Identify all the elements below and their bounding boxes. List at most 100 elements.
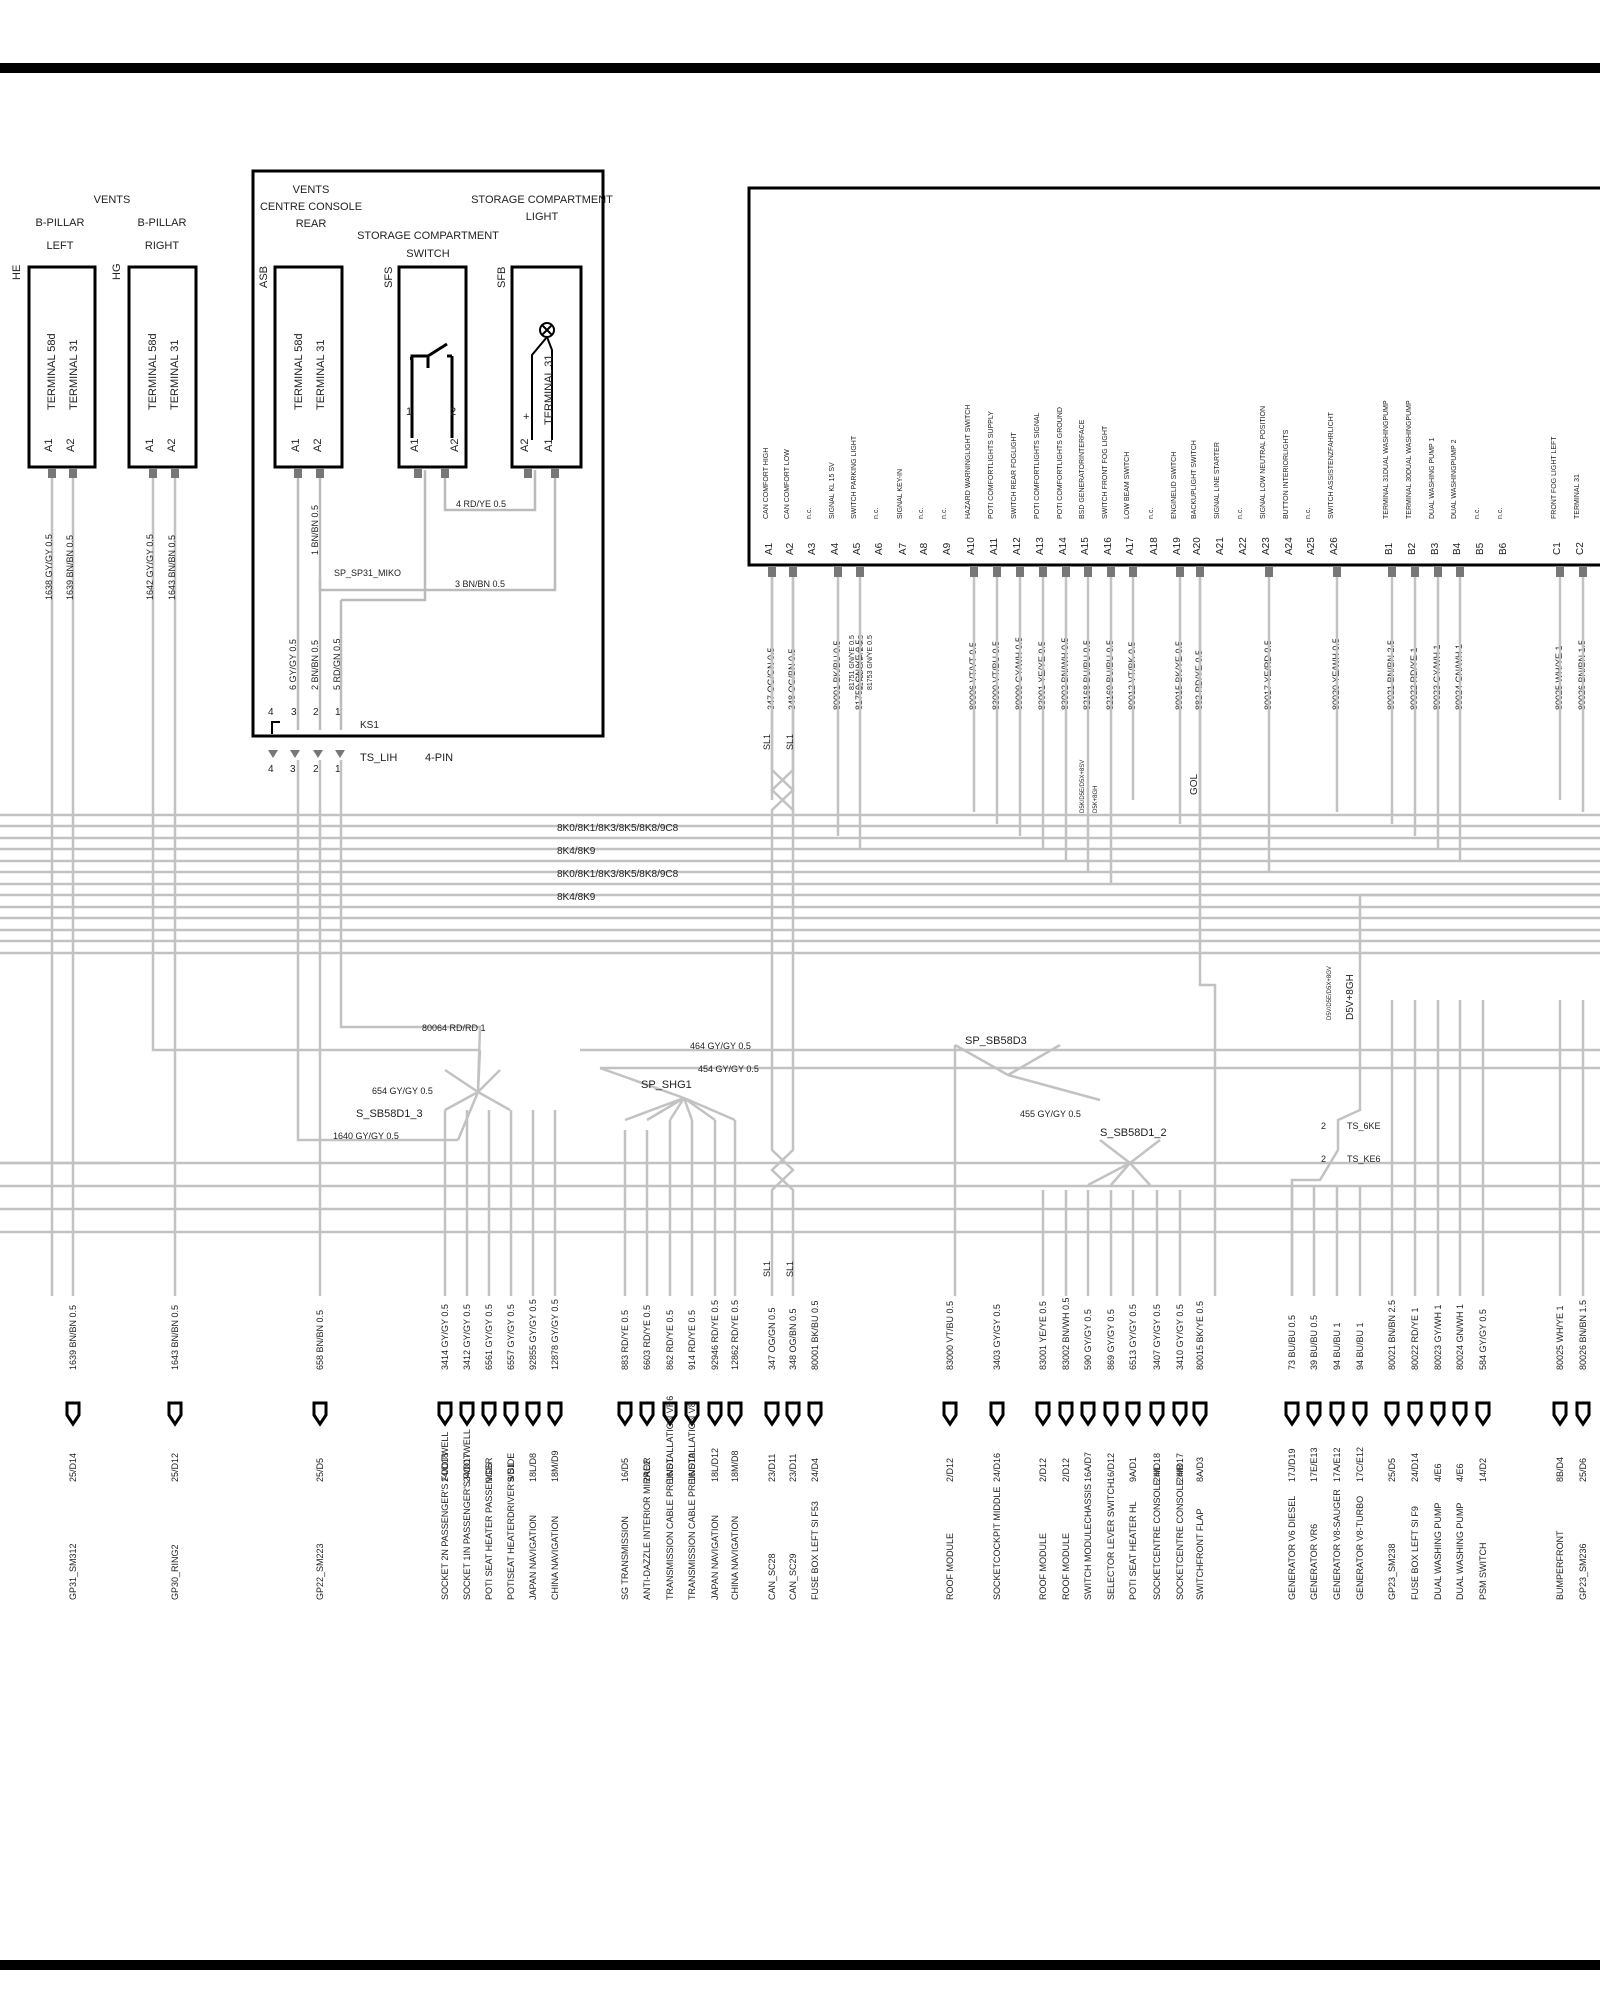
mid-wire-80064: 80064 RD/RD 1 — [422, 1023, 486, 1033]
splice-sb58d1-2-leg-4 — [1099, 1139, 1131, 1164]
bottom-ref-17: 24/D4 — [810, 1458, 820, 1482]
module-pin-terminal-a1 — [768, 567, 776, 577]
module-pin-a5: A5 — [852, 542, 863, 555]
bottom-dest-9: SG TRANSMISSION — [620, 1516, 630, 1600]
module-pin-func-a20: BACKUPLIGHT SWITCH — [1191, 440, 1198, 519]
bottom-ref-24: 9A/D1 — [1128, 1457, 1138, 1482]
box-internal-wires — [296, 470, 557, 730]
bottom-wire-label-34: 80023 GY/WH 1 — [1433, 1304, 1443, 1370]
module-pin-func-a7: SIGNAL KEY-IN — [897, 469, 904, 519]
vents-title: VENTS — [94, 194, 131, 206]
splice-sb58d3-leg-1 — [1007, 1043, 1061, 1077]
bottom-dest-15: CAN_SC28 — [767, 1553, 777, 1600]
module-pin-func-a22: n.c. — [1237, 508, 1244, 519]
module-pin-func-b5: n.c. — [1474, 508, 1481, 519]
module-pin-terminal-a12 — [1016, 567, 1024, 577]
wire-ts-1 — [339, 760, 482, 1091]
bottom-ref-11: 16/D1 — [665, 1458, 675, 1482]
module-pin-func-a5: SWITCH PARKING LIGHT — [851, 435, 858, 519]
module-pin-func-a15: BSD GENERATORINTERFACE — [1079, 419, 1086, 519]
bottom-ref-19: 24/D16 — [992, 1453, 1002, 1482]
component-he-pin1: A1 — [43, 439, 55, 452]
box-wire-3: 3 BN/BN 0.5 — [455, 579, 505, 589]
bottom-connector-icon-29 — [1306, 1401, 1322, 1427]
bottom-dest-38: GP23_SM236 — [1578, 1543, 1588, 1600]
bottom-connector-icon-33 — [1407, 1401, 1423, 1427]
module-pin-b6: B6 — [1498, 542, 1509, 555]
bottom-ref-32: 25/D5 — [1387, 1458, 1397, 1482]
splice-shg1-leg-6 — [599, 1066, 685, 1100]
left-group: VENTS B-PILLAR LEFT B-PILLAR RIGHT HE TE… — [11, 194, 198, 469]
module-pin-terminal-a26 — [1333, 567, 1341, 577]
bottom-connector-icon-14 — [727, 1401, 743, 1427]
bottom-ref-16: 23/D11 — [788, 1454, 798, 1482]
bottom-connector-icon-3 — [437, 1401, 453, 1427]
bottom-dest-20: ROOF MODULE — [1038, 1533, 1048, 1600]
mid-wire-1640: 1640 GY/GY 0.5 — [333, 1131, 399, 1141]
bus-label-3: 8K0/8K1/8K3/8K5/8K8/9C8 — [557, 869, 679, 880]
sl1-bot-b: SL1 — [785, 1261, 795, 1277]
bottom-connector-icon-21 — [1058, 1401, 1074, 1427]
splice-labels: S_SB58D1_3 SP_SHG1 SP_SB58D3 S_SB58D1_2 … — [333, 734, 1381, 1277]
module-pin-a25: A25 — [1306, 537, 1317, 555]
ks1-pin-2: 2 — [313, 707, 319, 718]
bottom-connector-icon-10 — [639, 1401, 655, 1427]
module-pin-a21: A21 — [1215, 537, 1226, 555]
bottom-connector-icon-18 — [942, 1401, 958, 1427]
sp-sp31-miko: SP_SP31_MIKO — [334, 568, 401, 578]
ks1-bracket — [271, 721, 280, 734]
bottom-dest-32: GP23_SM238 — [1387, 1543, 1397, 1600]
module-pin-terminal-b2 — [1411, 567, 1419, 577]
bottom-ref-21: 2/D12 — [1061, 1458, 1071, 1482]
four-pin-label: 4-PIN — [425, 752, 453, 764]
bottom-dest-36: PSM SWITCH — [1478, 1543, 1488, 1601]
component-hg-pin1: A1 — [144, 439, 156, 452]
component-hg-pin2: A2 — [166, 439, 178, 452]
module-pin-terminal-b3 — [1434, 567, 1442, 577]
wire-hg-a1 — [151, 478, 480, 1052]
module-pin-func-a2: CAN COMFORT LOW — [784, 449, 791, 519]
bottom-connector-icon-1 — [167, 1401, 183, 1427]
module-pin-func-a25: n.c. — [1305, 508, 1312, 519]
bottom-connector-icon-24 — [1125, 1401, 1141, 1427]
splice-sb58d1-3-leg-5 — [444, 1068, 479, 1094]
splice-shg1-leg-0 — [624, 1096, 685, 1122]
module-pin-a7: A7 — [898, 542, 909, 555]
component-terminal-2 — [149, 468, 157, 478]
module-pin-a16: A16 — [1103, 537, 1114, 555]
bottom-connector-icon-5 — [481, 1401, 497, 1427]
splice-shg1-leg-2 — [668, 1097, 686, 1121]
bottom-dest-10: ANTI-DAZZLE INTERIOR MIRROR — [642, 1457, 652, 1600]
module-pin-func-b4: DUAL WASHINGPUMP 2 — [1451, 439, 1458, 519]
module-pin-a24: A24 — [1284, 537, 1295, 555]
module-pin-a8: A8 — [919, 542, 930, 555]
bottom-ref-25: 24/D18 — [1152, 1453, 1162, 1482]
module-pin-func-a9: n.c. — [941, 508, 948, 519]
module-pin-a4: A4 — [830, 542, 841, 555]
bottom-connector-icon-0 — [65, 1401, 81, 1427]
module-pin-terminal-c1 — [1556, 567, 1564, 577]
d5v-8gh-label: D5V+8GH — [1345, 974, 1356, 1020]
module-pin-func-a19: ENGINELID SWITCH — [1171, 452, 1178, 519]
bottom-dest-12: TRANSMISSION CABLE PREINSTALLATION V8 — [687, 1402, 697, 1600]
component-terminal-9 — [551, 468, 559, 478]
module-pin-func-c1: FRONT FOG LIGHT LEFT — [1551, 436, 1558, 519]
component-sfs-term1: 1 — [406, 406, 412, 418]
component-terminal-7 — [441, 468, 449, 478]
module-pin-a14: A14 — [1058, 537, 1069, 555]
ks1-label: KS1 — [360, 720, 379, 731]
component-terminal-1 — [69, 468, 77, 478]
bottom-dest-16: CAN_SC29 — [788, 1553, 798, 1600]
ts-pin-4: 4 — [268, 764, 274, 775]
bottom-connector-icon-9 — [617, 1401, 633, 1427]
bottom-dest-21: ROOF MODULE — [1061, 1533, 1071, 1600]
component-hg-box — [127, 265, 198, 469]
bottom-dest-14: CHINA NAVIGATION — [730, 1516, 740, 1600]
bottom-wire-label-20: 83001 YE/YE 0.5 — [1038, 1301, 1048, 1370]
bottom-wire-label-11: 862 RD/YE 0.5 — [665, 1310, 675, 1370]
bottom-dest-31: GENERATOR V8-TURBO — [1355, 1496, 1365, 1600]
box-wire-5: 5 RD/GN 0.5 — [332, 638, 342, 690]
bottom-ref-29: 17E/E13 — [1309, 1447, 1319, 1482]
top-border-bar — [0, 63, 1600, 73]
